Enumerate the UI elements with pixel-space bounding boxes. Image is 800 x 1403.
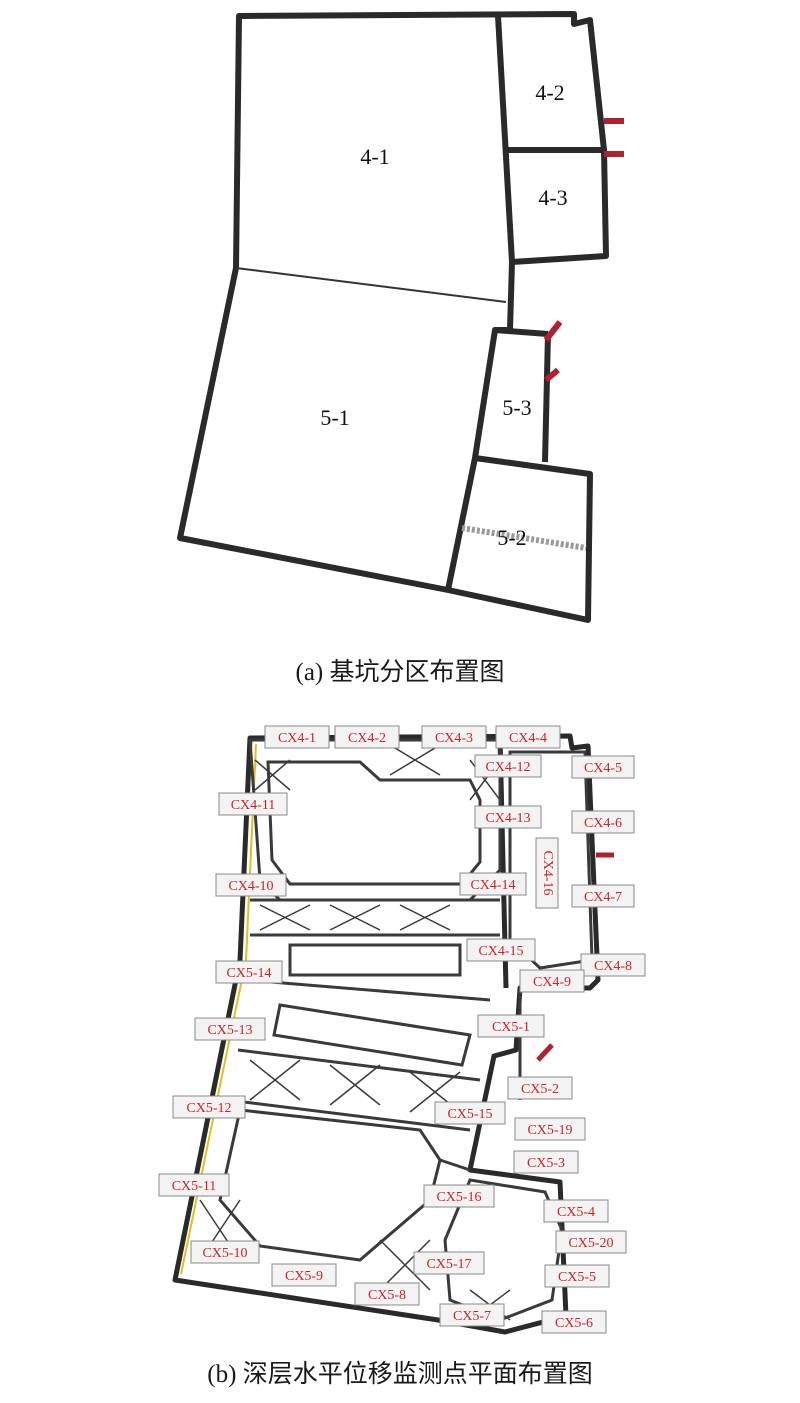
point-label: CX4-8 [580, 953, 646, 977]
svg-text:CX5-17: CX5-17 [426, 1257, 471, 1272]
point-label: CX4-3 [421, 725, 487, 749]
figure-a-zone-plan: 4-1 4-2 4-3 5-1 5-2 5-3 [177, 11, 624, 623]
point-label: CX4-14 [459, 872, 527, 896]
svg-text:CX4-4: CX4-4 [509, 731, 547, 746]
svg-text:CX4-8: CX4-8 [594, 959, 632, 974]
point-label: CX4-1 [264, 725, 330, 749]
point-label: CX4-13 [474, 805, 542, 829]
svg-text:CX4-9: CX4-9 [533, 975, 571, 990]
point-label: CX4-9 [519, 969, 585, 993]
point-label: CX4-7 [571, 884, 635, 908]
point-label: CX5-16 [423, 1184, 495, 1208]
zone-divider-4-5 [235, 267, 507, 303]
point-label: CX5-12 [172, 1095, 246, 1119]
zone-label-4-2: 4-2 [535, 80, 564, 105]
svg-text:CX5-13: CX5-13 [207, 1023, 252, 1038]
point-label: CX5-5 [544, 1264, 610, 1288]
zone-label-5-3: 5-3 [502, 395, 531, 420]
svg-text:CX5-2: CX5-2 [521, 1082, 559, 1097]
point-label: CX5-3 [513, 1150, 579, 1174]
point-label: CX4-16 [535, 837, 559, 909]
point-label: CX5-19 [514, 1117, 586, 1141]
caption-a: (a) 基坑分区布置图 [295, 659, 505, 686]
svg-text:CX5-3: CX5-3 [527, 1156, 565, 1171]
zone-label-4-1: 4-1 [360, 144, 389, 169]
svg-text:CX5-9: CX5-9 [285, 1269, 323, 1284]
svg-text:CX4-14: CX4-14 [470, 878, 515, 893]
point-label: CX5-15 [434, 1101, 506, 1125]
zone-label-5-1: 5-1 [320, 405, 349, 430]
svg-text:CX4-2: CX4-2 [348, 731, 386, 746]
point-label: CX4-4 [495, 725, 561, 749]
point-label: CX4-5 [571, 755, 635, 779]
figure-b-monitoring-plan: CX4-1 CX4-2 CX4-3 CX4-4 CX4-12 CX4-5 CX4… [158, 725, 646, 1335]
svg-text:CX4-10: CX4-10 [228, 879, 273, 894]
point-label: CX5-11 [158, 1173, 230, 1197]
svg-text:CX5-19: CX5-19 [527, 1123, 572, 1138]
point-label: CX5-7 [439, 1303, 505, 1327]
zone-label-4-3: 4-3 [538, 185, 567, 210]
svg-text:CX5-20: CX5-20 [568, 1236, 613, 1251]
svg-text:CX5-16: CX5-16 [436, 1190, 481, 1205]
point-label: CX4-12 [474, 754, 542, 778]
point-label: CX4-10 [215, 873, 287, 897]
svg-text:CX4-1: CX4-1 [278, 731, 316, 746]
point-label: CX5-4 [543, 1199, 609, 1223]
point-label: CX4-11 [218, 792, 288, 816]
svg-text:CX5-14: CX5-14 [226, 966, 271, 981]
point-label: CX5-2 [507, 1076, 573, 1100]
yellow-guide-line [180, 743, 257, 1275]
svg-text:CX5-12: CX5-12 [186, 1101, 231, 1116]
point-label: CX5-14 [215, 960, 283, 984]
retaining-markers-b [536, 852, 614, 1062]
point-label: CX5-10 [190, 1240, 260, 1264]
svg-text:CX4-13: CX4-13 [485, 811, 530, 826]
svg-text:CX4-6: CX4-6 [584, 816, 622, 831]
retaining-markers [543, 118, 624, 383]
svg-text:CX5-11: CX5-11 [172, 1179, 217, 1194]
point-label: CX5-8 [354, 1282, 420, 1306]
svg-text:CX5-7: CX5-7 [453, 1309, 491, 1324]
svg-text:CX4-12: CX4-12 [485, 760, 530, 775]
point-label: CX5-6 [541, 1310, 607, 1334]
svg-text:CX5-6: CX5-6 [555, 1316, 593, 1331]
svg-text:CX4-5: CX4-5 [584, 761, 622, 776]
point-label: CX4-15 [466, 938, 536, 962]
svg-text:CX5-1: CX5-1 [492, 1020, 530, 1035]
point-label: CX5-1 [477, 1014, 545, 1038]
point-label: CX5-13 [194, 1017, 266, 1041]
svg-text:CX4-11: CX4-11 [231, 798, 276, 813]
caption-b: (b) 深层水平位移监测点平面布置图 [207, 1361, 593, 1388]
svg-text:CX5-4: CX5-4 [557, 1205, 595, 1220]
zone-label-5-2: 5-2 [497, 525, 526, 550]
point-label: CX5-9 [271, 1263, 337, 1287]
svg-text:CX5-5: CX5-5 [558, 1270, 596, 1285]
point-label: CX5-20 [555, 1230, 627, 1254]
svg-text:CX4-16: CX4-16 [540, 850, 555, 895]
point-label: CX5-17 [413, 1251, 485, 1275]
svg-text:CX5-8: CX5-8 [368, 1288, 406, 1303]
svg-text:CX5-15: CX5-15 [447, 1107, 492, 1122]
zone-divider-5-2 [461, 525, 587, 551]
point-label: CX4-6 [571, 810, 635, 834]
pit-boundary [177, 11, 609, 623]
svg-text:CX4-15: CX4-15 [478, 944, 523, 959]
point-label: CX4-2 [334, 725, 400, 749]
svg-text:CX5-10: CX5-10 [202, 1246, 247, 1261]
svg-text:CX4-3: CX4-3 [435, 731, 473, 746]
svg-text:CX4-7: CX4-7 [584, 890, 622, 905]
